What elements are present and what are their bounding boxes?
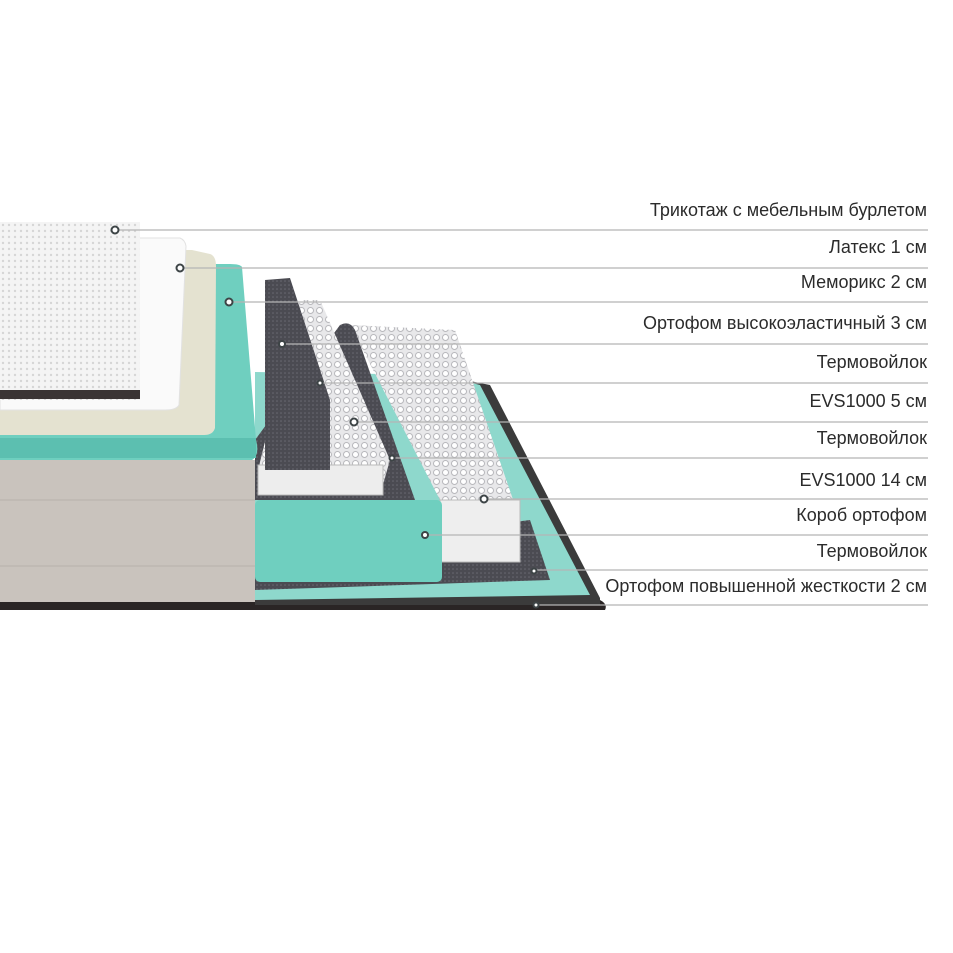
side-cover-fabric (0, 460, 255, 602)
callout-dot (421, 531, 429, 539)
callout-dot (175, 263, 185, 273)
orthofoam-box (255, 500, 442, 582)
callout-dot (316, 379, 324, 387)
layer-label-hard-orthofoam: Ортофом повышенной жесткости 2 см (605, 576, 927, 596)
layer-label-evs1000-14cm: EVS1000 14 см (799, 470, 927, 490)
callout-dot (224, 297, 234, 307)
callout-dot (388, 454, 396, 462)
layer-label-thermofelt-2: Термовойлок (816, 428, 927, 448)
callout-dot (532, 601, 540, 609)
layer-label-knit-cover: Трикотаж с мебельным бурлетом (649, 200, 927, 220)
layer-label-latex: Латекс 1 см (829, 237, 927, 257)
layer-label-memorix: Меморикс 2 см (800, 272, 927, 292)
callout-dot (479, 494, 489, 504)
layer-label-orthofoam-box: Короб ортофом (796, 505, 927, 525)
callout-dot (110, 225, 120, 235)
layer-label-evs1000-5cm: EVS1000 5 см (809, 391, 927, 411)
layer-label-thermofelt-1: Термовойлок (816, 352, 927, 372)
callout-dot (349, 417, 359, 427)
top-felt (265, 278, 330, 470)
callout-dot (530, 567, 538, 575)
layer-label-thermofelt-3: Термовойлок (816, 541, 927, 561)
callout-dot (278, 340, 286, 348)
knit-cover-top (0, 222, 140, 400)
layer-label-orthofoam-high-elastic: Ортофом высокоэластичный 3 см (643, 313, 927, 333)
